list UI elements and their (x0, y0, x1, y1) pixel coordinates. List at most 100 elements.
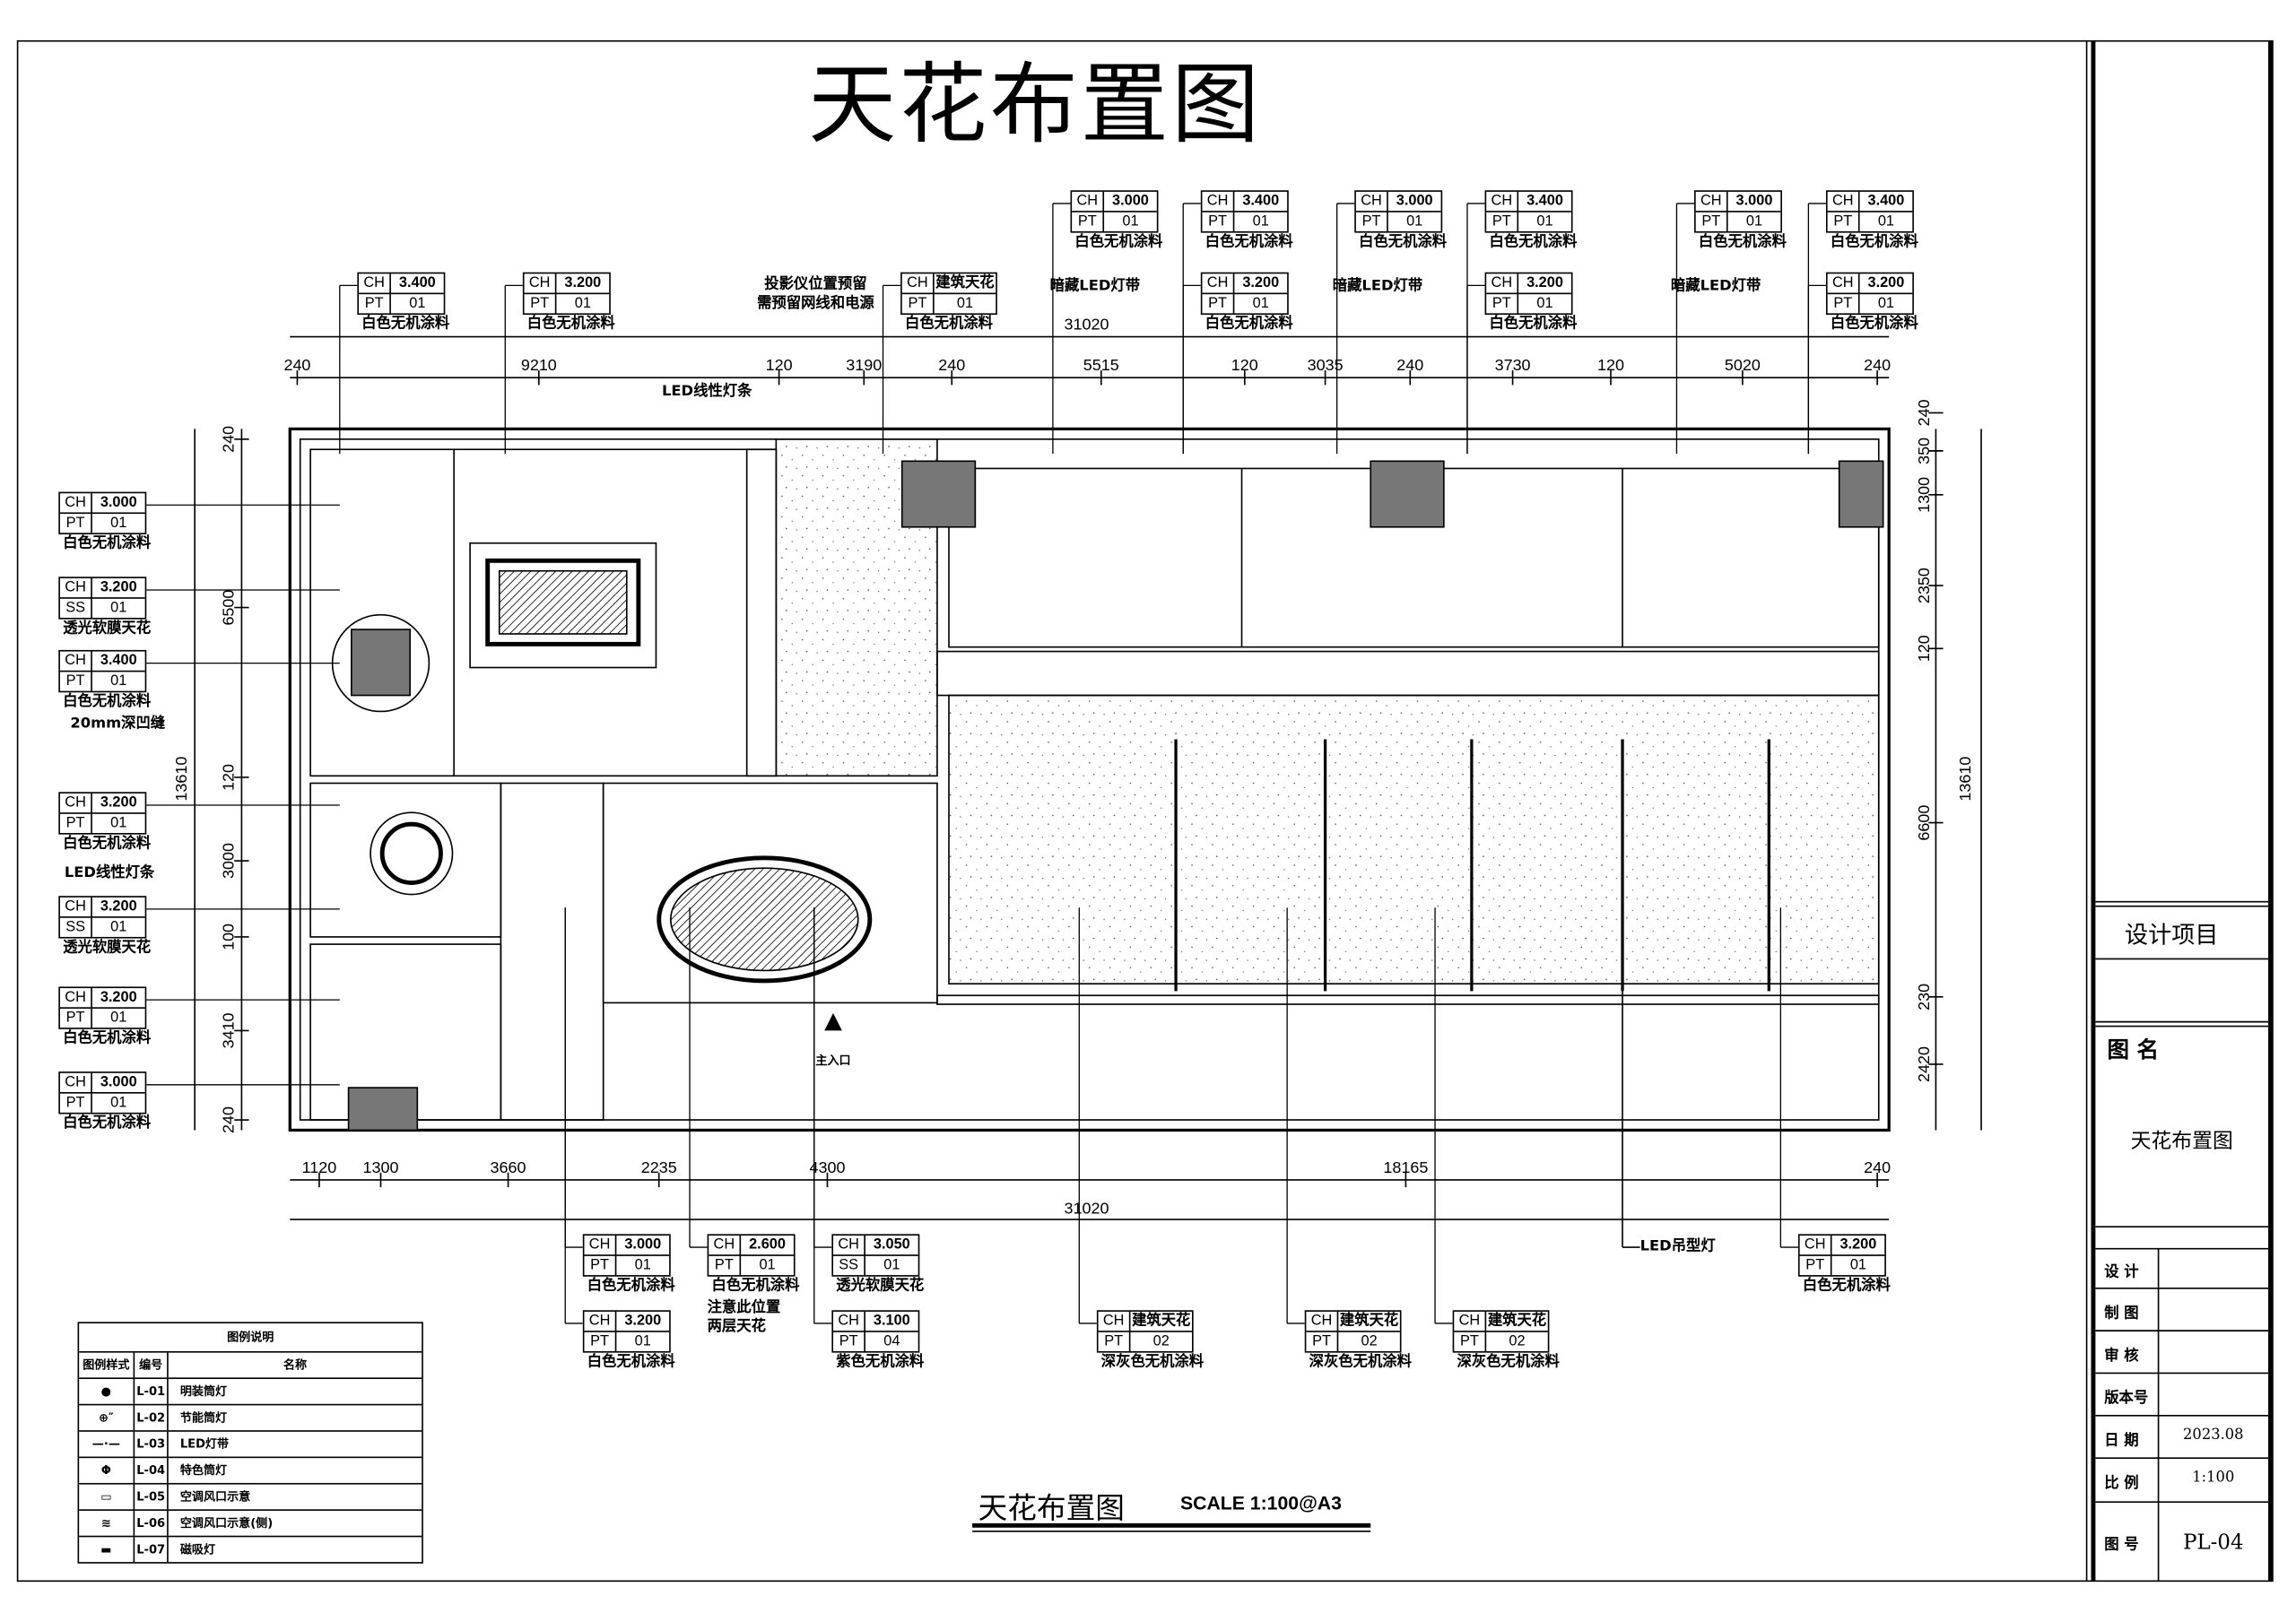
dimension-label: 2350 (1916, 568, 1934, 604)
dimension-label: 6500 (220, 589, 239, 626)
tag-label: 白色无机涂料 (1359, 234, 1448, 251)
dimension-label: 3730 (1494, 357, 1531, 375)
title-block-label: 日 期 (2104, 1432, 2139, 1449)
tag-code: PT (1696, 212, 1728, 231)
tag-code: CH (59, 793, 92, 814)
tag-material-code: 01 (110, 815, 127, 832)
tag-code: PT (1072, 212, 1105, 231)
tag-code: PT (902, 294, 935, 314)
tag-label: 白色无机涂料 (1830, 234, 1918, 251)
dimension-label: 120 (1916, 635, 1934, 663)
tag-label: 透光软膜天花 (63, 620, 152, 638)
dimension-label: 6600 (1916, 804, 1934, 841)
tag-code: CH (1827, 273, 1860, 295)
dimension-label: 120 (1596, 357, 1624, 375)
led-linear-note: LED线性灯条 (64, 864, 155, 881)
tag-code: PT (1800, 1255, 1832, 1276)
legend-symbol-icon: ≋ (79, 1510, 135, 1536)
tag-height: 建筑天花 (934, 273, 996, 295)
tag-material-code: 02 (1152, 1333, 1170, 1350)
tag-height: 3.000 (91, 493, 145, 515)
tag-label: 白色无机涂料 (1205, 234, 1293, 251)
tag-label: 白色无机涂料 (63, 535, 152, 552)
dimension-label: 240 (1864, 357, 1892, 375)
title-block-label: 图 号 (2104, 1537, 2139, 1554)
dimension-label: 31020 (1064, 316, 1109, 334)
tag-height: 建筑天花 (1486, 1312, 1548, 1332)
tag-code: CH (1486, 273, 1519, 295)
dimension-label: 230 (1916, 983, 1934, 1010)
legend-name: 特色筒灯 (179, 1463, 228, 1478)
tag-code: PT (60, 813, 92, 834)
tag-code: PT (1486, 212, 1519, 231)
tag-code: CH (524, 273, 557, 295)
legend-name: LED灯带 (179, 1437, 230, 1452)
tag-material-code: 02 (1361, 1333, 1378, 1350)
tag-height: 3.200 (1859, 273, 1913, 295)
note-line: 两层天花 (707, 1319, 766, 1336)
tag-material-code: 01 (110, 919, 127, 936)
tag-code: CH (59, 1072, 92, 1094)
tag-code: PT (359, 294, 391, 314)
tag-code: SS (60, 917, 92, 937)
title-block-label: 制 图 (2104, 1305, 2139, 1322)
dimension-label: 240 (220, 1106, 239, 1134)
tag-code: CH (59, 651, 92, 672)
tag-material-code: 01 (1252, 295, 1269, 312)
tag-code: PT (60, 1093, 92, 1113)
tag-label: 紫色无机涂料 (836, 1354, 925, 1371)
dimension-label: 240 (1916, 399, 1934, 427)
tag-code: CH (59, 577, 92, 599)
tag-height: 3.200 (1518, 273, 1571, 295)
tag-code: CH (1072, 191, 1105, 213)
title-block-label: 审 核 (2104, 1347, 2139, 1364)
tag-label: 白色无机涂料 (63, 1030, 152, 1047)
tag-code: CH (1454, 1311, 1487, 1332)
dimension-label: 31020 (1064, 1200, 1109, 1219)
drawing-scale: SCALE 1:100@A3 (1179, 1491, 1342, 1514)
tag-material-code: 01 (634, 1257, 651, 1274)
tag-height: 3.000 (1727, 192, 1781, 213)
note-line: 投影仪位置预留 (764, 276, 867, 293)
title-block-value: PL-04 (2183, 1531, 2244, 1555)
tag-label: 白色无机涂料 (1830, 316, 1918, 333)
tag-material-code: 01 (883, 1257, 900, 1274)
dimension-label: 5515 (1083, 357, 1119, 375)
title-block-label: 比 例 (2104, 1475, 2139, 1492)
tag-height: 3.000 (1387, 192, 1441, 213)
legend-code: L-02 (135, 1405, 169, 1431)
tag-material-code: 01 (1745, 213, 1763, 230)
dimension-label: 240 (938, 357, 966, 375)
title-block-value: 2023.08 (2183, 1427, 2244, 1444)
tag-code: CH (1202, 191, 1235, 213)
dimension-label: 3000 (220, 843, 239, 880)
tag-material-code: 04 (883, 1333, 900, 1350)
tag-material-code: 01 (110, 1010, 127, 1027)
tag-label: 白色无机涂料 (63, 1115, 152, 1132)
legend-code: L-01 (135, 1379, 169, 1404)
tag-material-code: 01 (110, 600, 127, 617)
tag-height: 2.600 (741, 1236, 794, 1256)
dimension-label: 3660 (490, 1159, 526, 1177)
legend-name: 磁吸灯 (179, 1542, 216, 1557)
tag-code: CH (584, 1235, 617, 1256)
tag-code: CH (359, 273, 391, 295)
tag-height: 3.200 (1234, 273, 1288, 295)
legend-header: 图例样式 编号 名称 (79, 1352, 422, 1380)
tag-material-code: 01 (1536, 295, 1553, 312)
column-blocks (347, 460, 1884, 1132)
dimension-label: 5020 (1724, 357, 1761, 375)
legend-code: L-05 (135, 1484, 169, 1510)
tag-material-code: 01 (1877, 213, 1894, 230)
